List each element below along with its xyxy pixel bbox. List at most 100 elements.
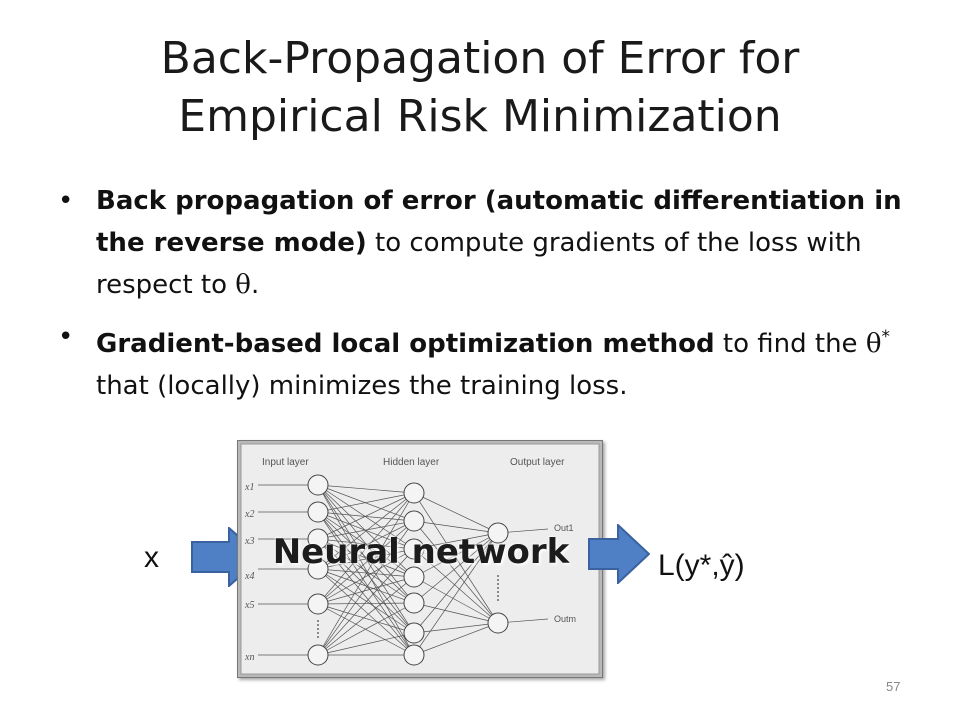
ellipsis-dot	[497, 599, 499, 601]
network-edge	[317, 568, 415, 578]
layer-label-input: Input layer	[262, 457, 309, 468]
theta-star-symbol: θ	[865, 329, 882, 359]
theta-star-superscript: *	[881, 327, 890, 347]
input-node-label: x5	[244, 600, 254, 611]
ellipsis-dot	[317, 628, 319, 630]
bullet-2-bold: Gradient-based local optimization method	[96, 329, 715, 359]
network-edge	[317, 520, 415, 656]
network-edge	[413, 532, 499, 578]
bullet-1-text: to compute gradients of the loss with re…	[96, 228, 862, 300]
network-edge	[317, 520, 415, 570]
network-edge	[317, 538, 415, 578]
network-edge	[317, 568, 415, 634]
input-node-label: x3	[244, 536, 254, 547]
bullet-1-end: .	[250, 270, 260, 300]
bullet-2-text: to find the	[714, 329, 866, 359]
layer-label-hidden: Hidden layer	[383, 457, 440, 468]
network-edge	[317, 492, 415, 656]
input-node	[307, 558, 329, 580]
hidden-node	[403, 644, 425, 666]
network-edge	[317, 568, 415, 656]
neural-network-graph: Input layer Hidden layer Output layer x1…	[240, 443, 600, 675]
network-edge	[317, 602, 415, 656]
hidden-node	[403, 622, 425, 644]
network-edge	[413, 532, 499, 604]
bullet-dot-icon: •	[58, 322, 74, 352]
layer-label-output: Output layer	[510, 457, 565, 468]
network-edge	[413, 520, 499, 624]
loss-label: L(y*,ŷ)	[658, 549, 745, 582]
network-edge	[413, 532, 499, 634]
network-edge	[317, 548, 415, 570]
input-node-label: xn	[244, 652, 254, 663]
ellipsis-dot	[317, 632, 319, 634]
hidden-node	[403, 482, 425, 504]
bullet-list: • Back propagation of error (automatic d…	[56, 180, 916, 417]
bullet-backprop: • Back propagation of error (automatic d…	[56, 180, 916, 306]
network-edge	[317, 492, 415, 605]
input-node	[307, 644, 329, 666]
network-edge	[317, 484, 415, 522]
network-edge	[317, 632, 415, 656]
neural-network-label: Neural network	[272, 532, 570, 572]
ellipsis-dot	[317, 624, 319, 626]
network-nodes	[307, 474, 509, 666]
network-edge	[317, 576, 415, 605]
network-edge	[317, 602, 415, 605]
network-edge	[317, 568, 415, 604]
bullet-1-bold: Back propagation of error (automatic dif…	[96, 186, 902, 258]
network-edge	[317, 520, 415, 605]
network-edges	[258, 484, 549, 656]
network-edge	[413, 602, 499, 624]
ellipsis-dot	[317, 620, 319, 622]
bullet-gradient: • Gradient-based local optimization meth…	[56, 316, 916, 407]
network-edge	[413, 492, 499, 534]
input-node	[307, 593, 329, 615]
theta-symbol: θ	[235, 270, 251, 300]
ellipsis-dot	[497, 587, 499, 589]
bullet-2-end: that (locally) minimizes the training lo…	[96, 371, 628, 401]
input-node-label: x4	[244, 571, 254, 582]
network-edge	[317, 492, 415, 513]
network-edge	[317, 492, 415, 540]
network-edge	[317, 538, 415, 656]
input-node	[307, 501, 329, 523]
input-node-label: x1	[244, 482, 254, 493]
network-edge	[317, 520, 415, 540]
hidden-node	[403, 566, 425, 588]
slide-title-line-1: Back-Propagation of Error for	[160, 33, 800, 84]
input-node	[307, 474, 329, 496]
neural-network-diagram: Input layer Hidden layer Output layer x1…	[237, 440, 603, 678]
bullet-dot-icon: •	[58, 186, 74, 216]
network-edge	[317, 548, 415, 656]
network-edge	[317, 511, 415, 634]
network-edge	[413, 532, 499, 550]
ellipsis-dot	[497, 595, 499, 597]
network-edge	[317, 576, 415, 656]
input-x-label: x	[144, 541, 159, 574]
network-edge	[317, 603, 415, 634]
input-node-label: x2	[244, 509, 254, 520]
slide-title: Back-Propagation of Error for Empirical …	[0, 30, 960, 146]
network-edge	[413, 548, 499, 624]
network-edge	[317, 511, 415, 604]
network-edge	[317, 548, 415, 605]
ellipsis-dot	[497, 575, 499, 577]
hidden-node	[403, 510, 425, 532]
ellipsis-dot	[497, 583, 499, 585]
output-node-label: Outm	[554, 614, 576, 624]
slide-title-line-2: Empirical Risk Minimization	[178, 91, 782, 142]
network-edge	[317, 492, 415, 570]
output-node	[487, 522, 509, 544]
input-node	[307, 528, 329, 550]
network-edge	[317, 538, 415, 604]
network-edge	[317, 484, 415, 550]
ellipsis-dot	[497, 591, 499, 593]
network-edge	[413, 520, 499, 534]
network-edge	[413, 622, 499, 634]
hidden-node	[403, 538, 425, 560]
output-node-label: Out1	[554, 523, 574, 533]
network-edge	[317, 538, 415, 550]
network-edge	[317, 603, 415, 656]
network-edge	[413, 532, 499, 656]
